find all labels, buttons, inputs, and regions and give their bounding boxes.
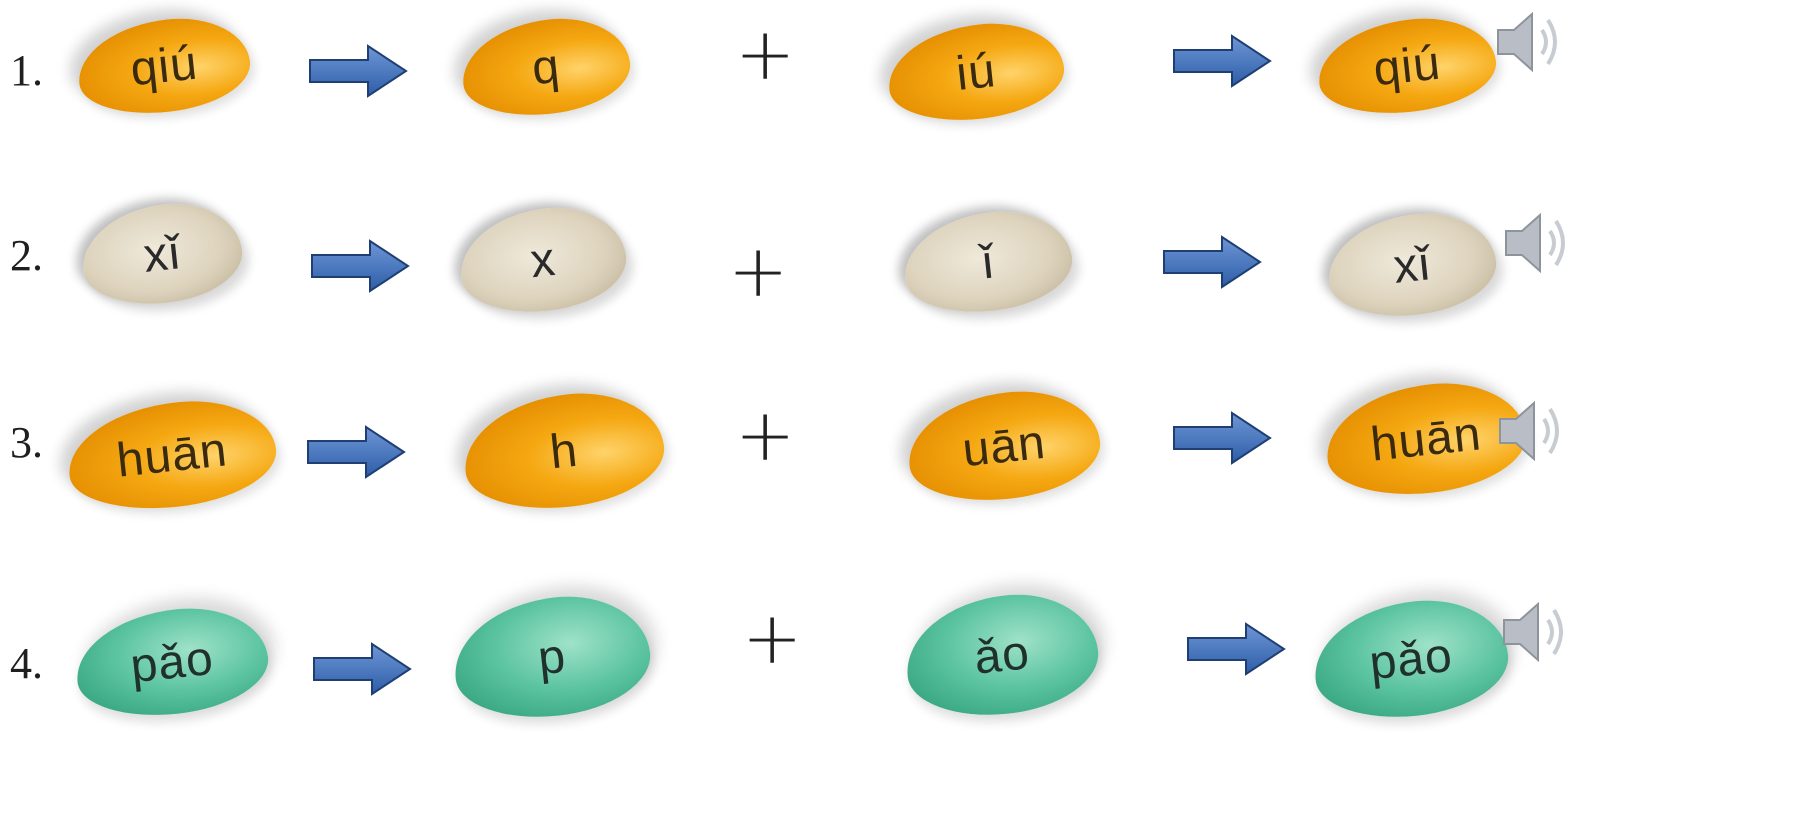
final-bean: ǐ <box>899 204 1076 319</box>
arrow-right-icon <box>311 239 410 293</box>
arrow-right-icon <box>1187 622 1286 676</box>
result-bean: pǎo <box>1309 592 1514 726</box>
arrow-right-icon <box>313 642 412 696</box>
initial-text: h <box>547 423 581 479</box>
arrow-right-icon <box>307 425 406 479</box>
speaker-icon[interactable] <box>1492 6 1564 78</box>
initial-bean: p <box>448 588 655 726</box>
speaker-icon[interactable] <box>1500 207 1572 279</box>
final-text: iú <box>953 43 999 101</box>
arrow-right-icon <box>309 44 408 98</box>
plus-sign: + <box>735 393 796 477</box>
initial-text: p <box>535 629 569 685</box>
final-text: uān <box>959 415 1049 477</box>
syllable-text: huān <box>114 422 230 488</box>
row-3: 3. huān h + uān huān <box>0 385 1808 565</box>
syllable-bean: qiú <box>74 11 255 120</box>
initial-text: x <box>527 232 559 288</box>
plus-sign: + <box>735 12 796 96</box>
row-number: 2. <box>10 231 43 280</box>
final-text: ǎo <box>971 625 1033 685</box>
syllable-text: xǐ <box>140 225 183 283</box>
syllable-text: pǎo <box>127 631 217 693</box>
result-bean: qiú <box>1314 11 1501 121</box>
speaker-icon[interactable] <box>1494 395 1566 467</box>
result-text: pǎo <box>1366 628 1456 690</box>
final-bean: iú <box>884 16 1069 128</box>
initial-bean: h <box>459 385 670 517</box>
plus-sign: + <box>728 229 789 313</box>
initial-bean: q <box>458 11 635 122</box>
final-bean: ǎo <box>900 586 1103 723</box>
speaker-icon[interactable] <box>1498 596 1570 668</box>
row-number: 1. <box>10 46 43 95</box>
syllable-bean: xǐ <box>77 197 246 311</box>
final-bean: uān <box>903 383 1105 508</box>
arrow-right-icon <box>1173 34 1272 88</box>
initial-text: q <box>529 39 563 95</box>
row-number: 3. <box>10 418 43 467</box>
result-text: xǐ <box>1390 236 1433 294</box>
result-text: huān <box>1368 406 1484 472</box>
row-number: 4. <box>10 639 43 688</box>
initial-bean: x <box>455 201 631 320</box>
arrow-right-icon <box>1173 411 1272 465</box>
row-2: 2. xǐ x + ǐ xǐ <box>0 195 1808 375</box>
row-1: 1. qiú q + iú qiú <box>0 0 1808 180</box>
plus-sign: + <box>742 596 803 680</box>
row-4: 4. pǎo p + ǎo pǎo <box>0 588 1808 768</box>
syllable-bean: pǎo <box>71 600 273 723</box>
arrow-right-icon <box>1163 235 1262 289</box>
syllable-text: qiú <box>127 36 201 96</box>
final-text: ǐ <box>979 235 997 289</box>
result-bean: xǐ <box>1323 206 1501 323</box>
result-text: qiú <box>1370 36 1444 96</box>
syllable-bean: huān <box>63 392 281 517</box>
